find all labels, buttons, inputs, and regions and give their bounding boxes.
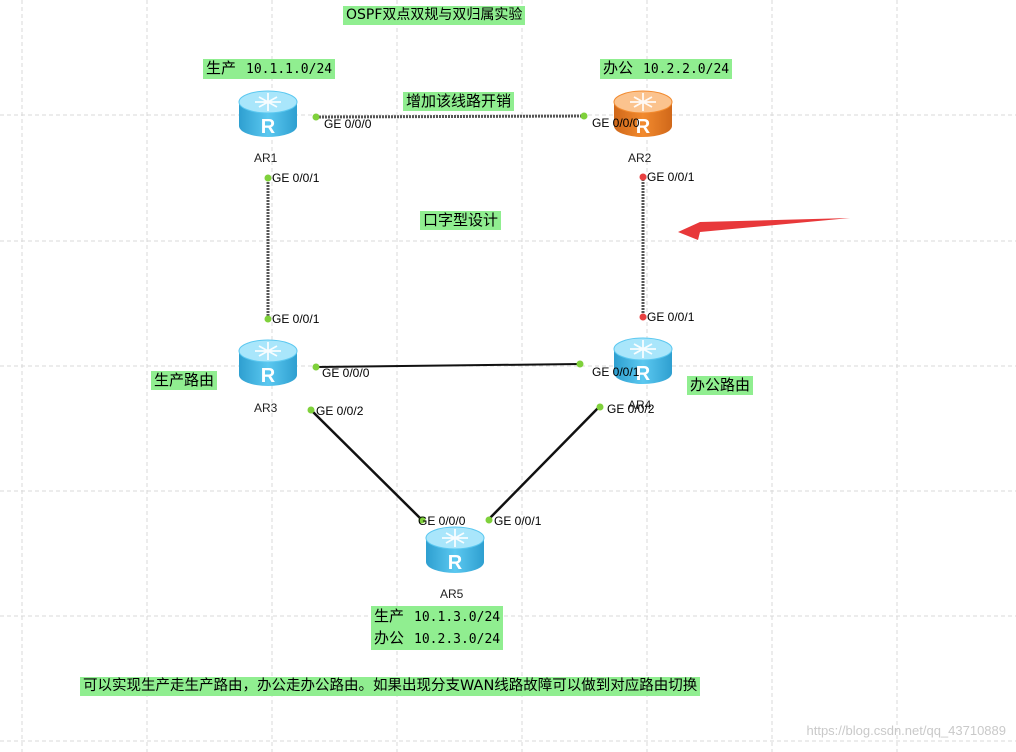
router-icon: R	[613, 90, 673, 138]
router-name-ar4: AR4	[628, 398, 652, 412]
ar1-label-name: 生产	[206, 59, 237, 77]
router-letter: R	[261, 116, 276, 138]
link-ar4-ar5[interactable]	[487, 405, 601, 521]
router-ar1[interactable]: R	[237, 88, 299, 140]
red-arrow-pointer	[678, 218, 850, 240]
port-dot	[576, 360, 584, 368]
port-dot	[639, 173, 647, 181]
port-dot	[312, 363, 320, 371]
port-ar1-ge000: GE 0/0/0	[324, 117, 372, 131]
router-arrows	[442, 529, 468, 547]
port-ar5-ge000: GE 0/0/0	[418, 514, 466, 528]
router-letter: R	[636, 116, 651, 138]
router-letter: R	[448, 552, 463, 574]
router-name-ar1: AR1	[254, 151, 278, 165]
port-dots	[264, 112, 647, 524]
port-ar5-ge001: GE 0/0/1	[494, 514, 542, 528]
link-ar3-ar5[interactable]	[310, 409, 423, 521]
port-ar2-ge001: GE 0/0/1	[647, 170, 695, 184]
port-ar4-ge002: GE 0/0/2	[607, 402, 655, 416]
ar2-label: 办公 10.2.2.0/24	[600, 59, 733, 79]
port-ar3-ge000: GE 0/0/0	[322, 366, 370, 380]
center-design-label: 口字型设计	[420, 211, 502, 230]
ar5-label-line2-name: 办公	[374, 629, 405, 647]
port-dot	[639, 313, 647, 321]
router-arrows	[255, 342, 281, 360]
port-dot	[307, 406, 315, 414]
router-letter: R	[636, 363, 651, 385]
router-arrows	[630, 93, 656, 111]
router-icon: R	[238, 90, 298, 138]
router-ar5[interactable]: R	[424, 524, 486, 576]
ar5-label-line1-name: 生产	[374, 607, 405, 625]
router-icon: R	[425, 526, 485, 574]
link-cost-note: 增加该线路开销	[403, 92, 515, 111]
diagram-title: OSPF双点双规与双归属实验	[343, 6, 526, 25]
router-ar2[interactable]: R	[612, 88, 674, 140]
port-dot	[264, 174, 272, 182]
router-arrows	[630, 340, 656, 358]
ar2-label-subnet: 10.2.2.0/24	[643, 62, 730, 77]
router-ar4[interactable]: R	[612, 335, 674, 387]
port-dot	[264, 315, 272, 323]
port-ar2-ge000: GE 0/0/0	[592, 116, 640, 130]
ar1-label-subnet: 10.1.1.0/24	[246, 62, 333, 77]
footer-note: 可以实现生产走生产路由，办公走办公路由。如果出现分支WAN线路故障可以做到对应路…	[80, 677, 701, 696]
port-ar4-ge000: GE 0/0/1	[592, 365, 640, 379]
router-letter: R	[261, 365, 276, 387]
port-dot	[418, 516, 426, 524]
router-name-ar3: AR3	[254, 401, 278, 415]
port-ar3-ge002: GE 0/0/2	[316, 404, 364, 418]
port-dot	[312, 113, 320, 121]
ar2-label-name: 办公	[603, 59, 634, 77]
router-icon: R	[613, 337, 673, 385]
ar4-label: 办公路由	[687, 376, 754, 395]
router-name-ar5: AR5	[440, 587, 464, 601]
ar5-label: 生产 10.1.3.0/24 办公 10.2.3.0/24	[371, 606, 504, 650]
port-ar1-ge001: GE 0/0/1	[272, 171, 320, 185]
link-ar3-ar4[interactable]	[315, 363, 581, 368]
port-ar3-ge001: GE 0/0/1	[272, 312, 320, 326]
router-ar3[interactable]: R	[237, 337, 299, 389]
ar1-label: 生产 10.1.1.0/24	[203, 59, 336, 79]
ar5-label-line2-subnet: 10.2.3.0/24	[414, 632, 501, 647]
port-dot	[580, 112, 588, 120]
ar3-label: 生产路由	[151, 371, 218, 390]
port-dot	[596, 403, 604, 411]
router-name-ar2: AR2	[628, 151, 652, 165]
router-arrows	[255, 93, 281, 111]
watermark: https://blog.csdn.net/qq_43710889	[806, 723, 1007, 738]
links	[266, 114, 645, 521]
ar5-label-line1-subnet: 10.1.3.0/24	[414, 610, 501, 625]
router-icon: R	[238, 339, 298, 387]
port-ar4-ge001: GE 0/0/1	[647, 310, 695, 324]
port-dot	[485, 516, 493, 524]
